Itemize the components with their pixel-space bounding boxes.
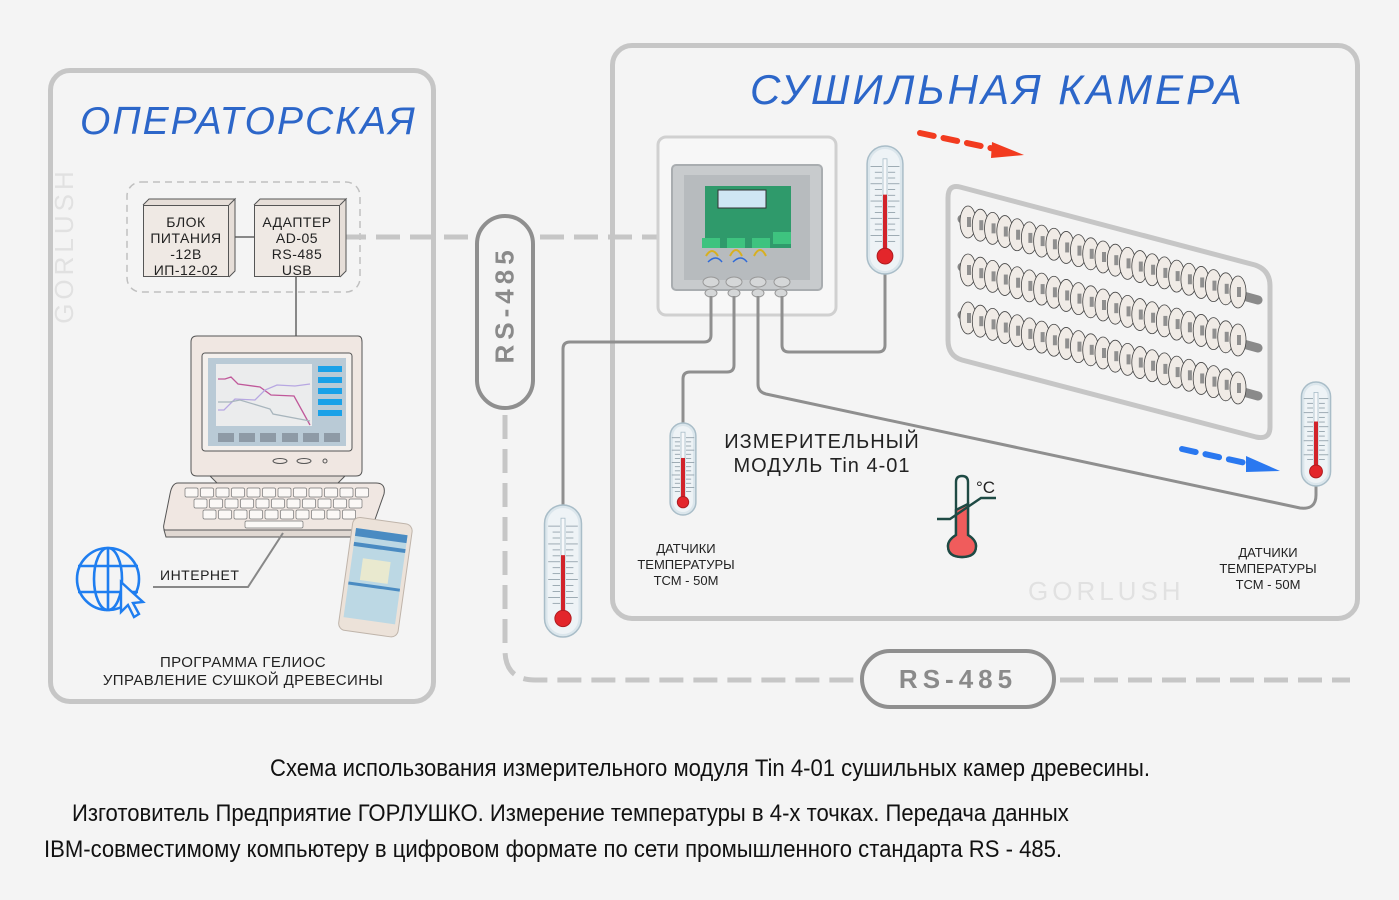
thermistor-icon — [937, 474, 996, 559]
keyboard-key — [184, 487, 199, 498]
keyboard-key — [302, 498, 316, 509]
rs485-label-horizontal: RS-485 — [898, 664, 1018, 694]
keyboard-key — [280, 509, 294, 520]
keyboard-key — [231, 487, 245, 498]
keyboard-key — [202, 509, 217, 520]
keyboard-key — [264, 509, 279, 520]
keyboard-key — [209, 498, 223, 509]
internet-link — [153, 532, 284, 588]
keyboard-key — [348, 498, 363, 509]
rs485-pill-horizontal — [860, 649, 1056, 709]
keyboard-key — [249, 509, 263, 520]
keyboard-key — [355, 487, 369, 498]
operator-room-title: ОПЕРАТОРСКАЯ — [80, 100, 417, 143]
heater-coils — [957, 205, 1263, 405]
sensors-left-line-3: ТСМ - 50М — [653, 573, 719, 588]
footer-line-2: Изготовитель Предприятие ГОРЛУШКО. Измер… — [72, 800, 1069, 827]
keyboard-key — [240, 498, 254, 509]
thermometer-sensor-1 — [543, 504, 583, 638]
heater-frame — [945, 184, 1273, 440]
wire-sensor-3 — [756, 296, 1318, 510]
rs485-label-vertical: RS-485 — [489, 245, 520, 364]
globe-cursor-icon — [75, 546, 146, 619]
keyboard-key — [342, 509, 356, 520]
thermometer-sensor-4 — [866, 145, 904, 275]
module-label-line-2: МОДУЛЬ Tin 4-01 — [733, 455, 911, 477]
keyboard-key — [286, 498, 301, 509]
sensors-right-line-3: ТСМ - 50М — [1235, 577, 1301, 592]
keyboard-key — [246, 487, 261, 498]
keyboard-key — [295, 509, 310, 520]
sensors-caption-left: ДАТЧИКИ ТЕМПЕРАТУРЫ ТСМ - 50М — [620, 541, 752, 589]
module-label-line-1: ИЗМЕРИТЕЛЬНЫЙ — [724, 431, 920, 453]
rs485-dashed-bus — [502, 415, 860, 683]
keyboard-key — [233, 509, 248, 520]
sensors-left-line-2: ТЕМПЕРАТУРЫ — [637, 557, 735, 572]
internet-label: ИНТЕРНЕТ — [160, 567, 240, 583]
sensors-right-line-1: ДАТЧИКИ — [1238, 545, 1298, 560]
thermometer-sensor-3 — [1300, 381, 1332, 487]
adapter-line-1: АДАПТЕР — [262, 214, 332, 230]
keyboard-key — [333, 498, 347, 509]
celsius-label: °C — [976, 478, 996, 497]
footer-line-3: IBM-совместимому компьютеру в цифровом ф… — [44, 836, 1063, 863]
adapter-line-2: AD-05 — [275, 230, 319, 246]
sensors-right-line-2: ТЕМПЕРАТУРЫ — [1219, 561, 1317, 576]
rs485-pill-vertical — [475, 214, 535, 410]
watermark-right: GORLUSH — [1028, 576, 1185, 606]
wire-sensor-4 — [780, 270, 887, 354]
keyboard-key — [311, 509, 325, 520]
keyboard-key — [324, 487, 338, 498]
sensors-left-line-1: ДАТЧИКИ — [656, 541, 716, 556]
keyboard-key — [224, 498, 239, 509]
keyboard-spacebar — [244, 520, 304, 529]
keyboard-key — [277, 487, 292, 498]
drying-chamber-title: СУШИЛЬНАЯ КАМЕРА — [750, 66, 1245, 113]
keyboard-key — [293, 487, 307, 498]
keyboard-key — [200, 487, 214, 498]
power-line-4: ИП-12-02 — [153, 262, 219, 278]
cold-air-arrow — [1179, 446, 1280, 472]
keyboard-key — [326, 509, 341, 520]
adapter-line-3: RS-485 — [271, 246, 323, 262]
keyboard-key — [193, 498, 208, 509]
keyboard-key — [317, 498, 332, 509]
program-caption-line-1: ПРОГРАММА ГЕЛИОС — [159, 654, 327, 671]
program-caption-line-2: УПРАВЛЕНИЕ СУШКОЙ ДРЕВЕСИНЫ — [102, 672, 384, 689]
module-label: ИЗМЕРИТЕЛЬНЫЙ МОДУЛЬ Tin 4-01 — [712, 430, 932, 478]
footer-line-1: Схема использования измерительного модул… — [270, 755, 1150, 782]
smartphone — [338, 516, 413, 638]
adapter-line-4: USB — [281, 262, 313, 278]
keyboard-key — [262, 487, 276, 498]
keyboard-key — [218, 509, 232, 520]
power-line-2: ПИТАНИЯ — [150, 230, 222, 246]
hot-air-arrow — [917, 130, 1024, 158]
keyboard-key — [308, 487, 323, 498]
power-supply-block: БЛОК ПИТАНИЯ -12В ИП-12-02 — [143, 205, 229, 278]
program-caption: ПРОГРАММА ГЕЛИОС УПРАВЛЕНИЕ СУШКОЙ ДРЕВЕ… — [60, 654, 426, 690]
keyboard-key — [339, 487, 354, 498]
power-line-1: БЛОК — [166, 214, 206, 230]
thermometer-sensor-2 — [669, 422, 697, 516]
adapter-block: АДАПТЕР AD-05 RS-485 USB — [254, 205, 340, 278]
keyboard-key — [271, 498, 285, 509]
keyboard-key — [215, 487, 230, 498]
wire-sensor-2 — [681, 296, 736, 425]
screen-chart-area — [216, 364, 312, 426]
keyboard-keys — [184, 487, 369, 529]
keyboard-key — [255, 498, 270, 509]
module-lcd — [717, 189, 767, 209]
wire-sensor-1 — [561, 296, 713, 505]
sensors-caption-right: ДАТЧИКИ ТЕМПЕРАТУРЫ ТСМ - 50М — [1202, 545, 1334, 593]
power-line-3: -12В — [170, 246, 202, 262]
